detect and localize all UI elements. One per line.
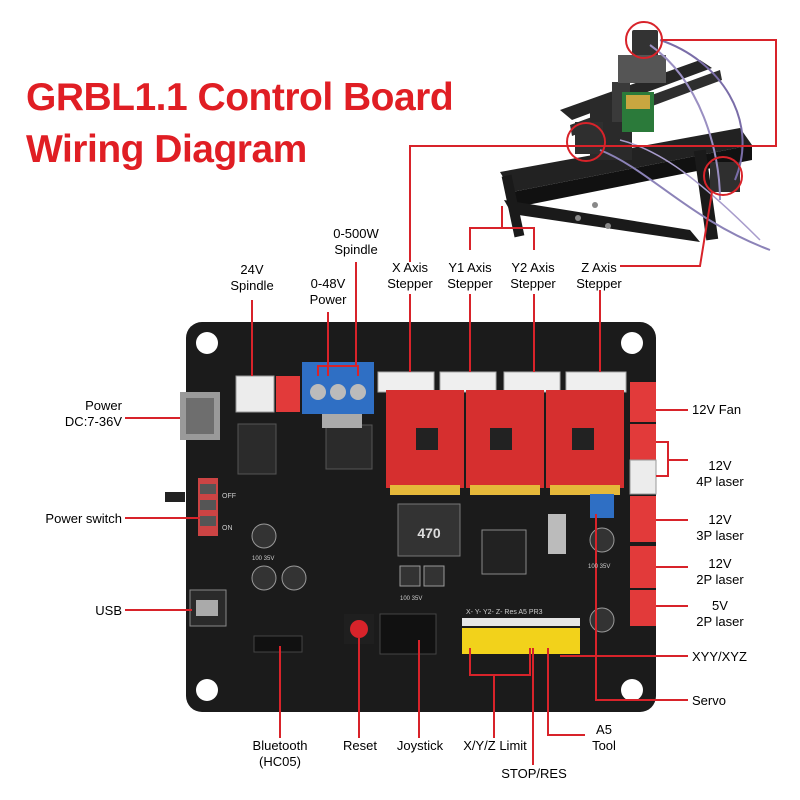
cnc-machine-illustration [500, 30, 771, 251]
pin-labels-text: X- Y- Y2- Z- Res A5 PR3 [466, 609, 543, 616]
label-xyy-xyz: XYY/XYZ [692, 649, 747, 664]
title-line-1: GRBL1.1 Control Board [26, 76, 454, 119]
label-servo: Servo [692, 693, 726, 708]
title-line-2: Wiring Diagram [26, 128, 307, 171]
inductor-text: 470 [417, 525, 441, 541]
label-usb: USB [95, 603, 122, 618]
label-joystick: Joystick [396, 738, 444, 753]
label-bluetooth-hc05: Bluetooth(HC05) [252, 738, 308, 769]
cap-text-2: 100 35V [252, 556, 274, 562]
label-stop-res: STOP/RES [501, 766, 567, 781]
label-power-switch: Power switch [45, 511, 122, 526]
label-12v-fan: 12V Fan [692, 402, 742, 417]
leader-lines [125, 39, 777, 765]
switch-on-text: ON [222, 525, 233, 532]
switch-off-text: OFF [222, 493, 236, 500]
label-reset: Reset [343, 738, 377, 753]
cap-text-3: 100 35V [588, 564, 610, 570]
cap-text-1: 100 35V [400, 596, 422, 602]
label-xyz-limit: X/Y/Z Limit [463, 738, 527, 753]
control-board [165, 322, 657, 712]
